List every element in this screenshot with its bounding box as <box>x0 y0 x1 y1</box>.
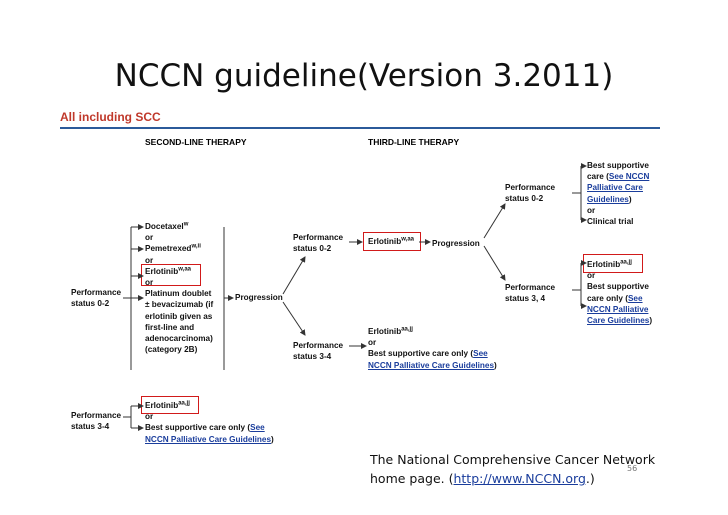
nccn-link[interactable]: http://www.NCCN.org <box>453 471 586 486</box>
right-erlotinib-block: Erlotinibaa,jj or Best supportive care o… <box>587 259 653 325</box>
arrow-ps02-mid <box>282 256 306 295</box>
bottom-ps34-options: Erlotinibaa,jj or Best supportive care o… <box>145 400 274 444</box>
header-third-line: THIRD-LINE THERAPY <box>368 137 460 147</box>
progression-label-2: Progression <box>432 239 480 248</box>
second-line-options: Docetaxelw or Pemetrexedw,ii or Erlotini… <box>145 221 214 355</box>
arrow-ps02-right <box>483 203 506 239</box>
slide-subtitle: All including SCC <box>60 110 161 124</box>
arrow-ps34-right <box>483 245 506 281</box>
title-underline <box>60 127 660 129</box>
arrow-ps34-mid <box>282 301 306 336</box>
header-second-line: SECOND-LINE THERAPY <box>145 137 247 147</box>
third-line-ps34-options: Erlotinibaa,jj or Best supportive care o… <box>368 326 497 370</box>
page-number: 56 <box>627 464 638 473</box>
third-line-erlotinib: Erlotinibw,aa <box>368 236 414 246</box>
slide-title: NCCN guideline(Version 3.2011) <box>114 58 614 94</box>
footnote: The National Comprehensive Cancer Networ… <box>370 452 656 486</box>
best-supportive-care-block: Best supportive care (See NCCN Palliativ… <box>587 161 650 226</box>
progression-label-1: Progression <box>235 293 283 302</box>
